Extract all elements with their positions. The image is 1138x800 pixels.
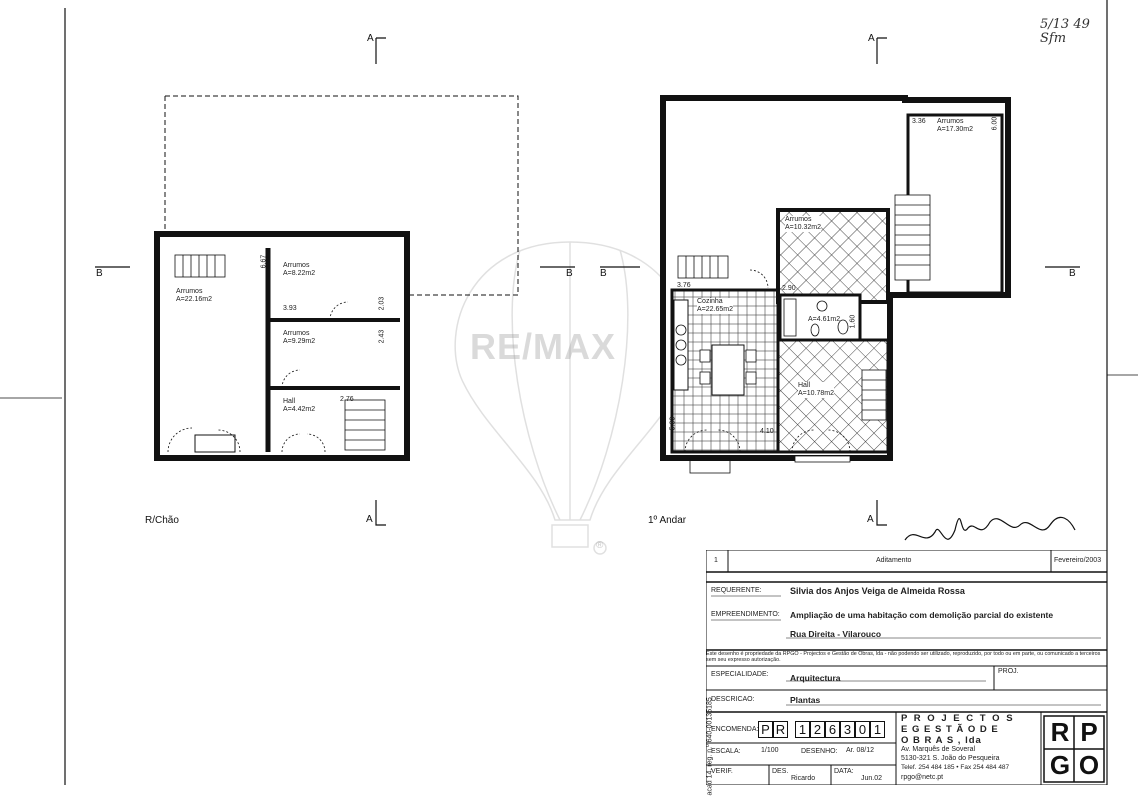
dim-ground-1: 6.67 [260, 254, 268, 269]
requerente-value: Silvia dos Anjos Veiga de Almeida Rossa [790, 586, 965, 596]
company-phone: Telef. 254 484 185 • Fax 254 484 487 [901, 764, 1010, 771]
encomenda-char-3: 1 [795, 721, 810, 738]
revision-number: 1 [714, 557, 718, 564]
company-line-1: P R O J E C T O S [901, 713, 1015, 724]
verif-label: VERIF. [711, 768, 733, 775]
handwritten-note: 5/13 49 Sfm [1040, 17, 1090, 46]
section-mark-a-4: A [867, 514, 874, 525]
dim-ground-2: 3.93 [283, 305, 297, 312]
logo-letter-3: G [1049, 750, 1071, 780]
title-block-lines [706, 550, 1107, 785]
dim-first-3: 3.76 [677, 282, 691, 289]
section-mark-a-2: A [366, 514, 373, 525]
encomenda-char-4: 2 [810, 721, 825, 738]
desenho-label: DESENHO: [801, 748, 838, 755]
company-email: rpgo@netc.pt [901, 774, 944, 781]
dim-ground-3: 2.03 [378, 296, 386, 311]
dim-first-4: 2.90 [782, 285, 796, 292]
dim-first-1: 3.36 [912, 118, 926, 125]
encomenda-char-7: 0 [855, 721, 870, 738]
section-mark-a-3: A [868, 33, 875, 44]
logo-letter-4: O [1078, 750, 1100, 780]
dim-ground-4: 2.43 [378, 329, 386, 344]
revision-date: Fevereiro/2003 [1054, 557, 1102, 564]
data-value: Jun.02 [861, 775, 883, 782]
dim-first-5: 1.60 [849, 314, 857, 329]
encomenda-char-6: 3 [840, 721, 855, 738]
company-address-2: 5130-321 S. João do Pesqueira [901, 755, 1000, 762]
company-line-3: O B R A S , lda [901, 735, 982, 746]
requerente-label: REQUERENTE: [711, 587, 762, 594]
escala-value: 1/100 [761, 747, 779, 754]
remax-watermark [454, 241, 691, 555]
empreendimento-label: EMPREENDIMENTO: [711, 611, 780, 618]
descricao-value: Plantas [790, 695, 821, 705]
proj-label: PROJ. [998, 668, 1019, 675]
especialidade-value: Arquitectura [790, 673, 841, 683]
encomenda-char-1: P [758, 721, 773, 738]
company-address-1: Av. Marquês de Soveral [901, 746, 976, 753]
encomenda-char-8: 1 [870, 721, 885, 738]
watermark-text: RE/MAX [470, 326, 617, 367]
title-block: 1 Aditamento Fevereiro/2003 REQUERENTE: … [706, 550, 1107, 785]
logo-letter-1: R [1050, 717, 1070, 747]
section-mark-b-1: B [96, 268, 103, 279]
ground-floor-plan [154, 95, 519, 461]
ground-floor-label: R/Chão [145, 515, 179, 526]
section-mark-b-2: B [566, 268, 573, 279]
watermark-registered: ® [596, 540, 604, 551]
especialidade-label: ESPECIALIDADE: [711, 671, 769, 678]
escala-label: ESCALA: [711, 748, 741, 755]
ownership-notice: Este desenho é propriedade da RPGO - Pro… [706, 651, 1101, 663]
dim-first-7: 4.10 [760, 428, 774, 435]
section-marks [95, 37, 1080, 526]
dim-first-6: 5.83 [669, 416, 677, 431]
first-floor-plan [660, 95, 1011, 474]
descricao-label: DESCRICAO: [711, 696, 755, 703]
empreendimento-value: Ampliação de uma habitação com demolição… [790, 610, 1054, 620]
room-first-4: A=4.61m2 [808, 316, 841, 323]
company-line-2: E G E S T Ã O D E [901, 724, 999, 735]
first-floor-label: 1º Andar [648, 515, 687, 526]
logo-letter-2: P [1080, 717, 1098, 747]
revision-description: Aditamento [876, 557, 912, 564]
location-value: Rua Direita - Vilarouco [790, 629, 882, 639]
section-mark-b-4: B [1069, 268, 1076, 279]
dim-first-2: 6.00 [991, 116, 999, 131]
encomenda-char-2: R [773, 721, 788, 738]
section-mark-a-1: A [367, 33, 374, 44]
dim-ground-5: 2.76 [340, 396, 354, 403]
des-value: Ricardo [791, 775, 816, 782]
encomenda-label: ENCOMENDA: [711, 726, 759, 733]
side-reference-text: acad 14, reg. n.º 640-00135185 [706, 697, 714, 796]
data-label: DATA: [834, 768, 854, 775]
section-mark-b-3: B [600, 268, 607, 279]
encomenda-char-5: 6 [825, 721, 840, 738]
des-label: DES. [772, 768, 789, 775]
desenho-value: Ar. 08/12 [846, 747, 875, 754]
